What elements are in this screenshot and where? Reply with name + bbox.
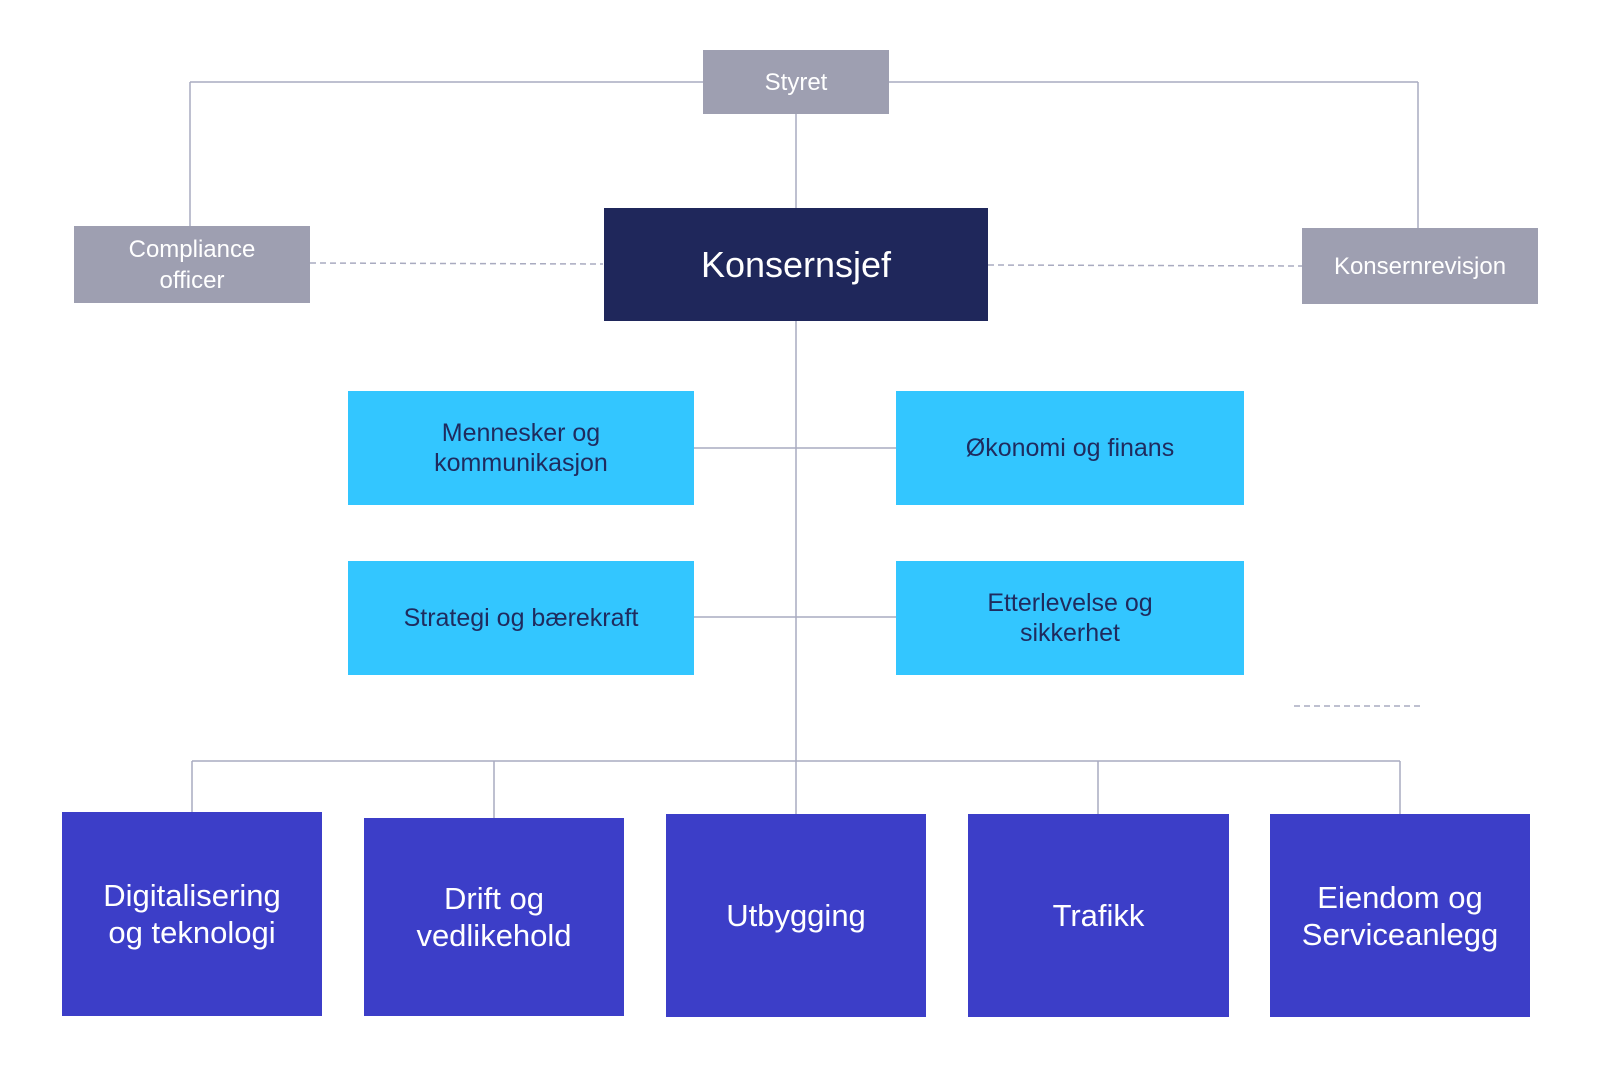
board-box: Styret xyxy=(703,50,889,114)
staff-unit-compliance-security: Etterlevelse og sikkerhet xyxy=(896,561,1244,675)
staff-unit-economy-finance: Økonomi og finans xyxy=(896,391,1244,505)
ceo-label: Konsernsjef xyxy=(700,243,892,285)
staff-unit-label: Strategi og bærekraft xyxy=(403,604,639,632)
staff-unit-strategy-sustainability: Strategi og bærekraft xyxy=(348,561,694,675)
division-label: Eiendom og Serviceanlegg xyxy=(1301,879,1499,952)
revision-dashed-link xyxy=(987,264,1303,267)
division-label: Utbygging xyxy=(726,898,866,933)
staff-unit-people-communication: Mennesker og kommunikasjon xyxy=(348,391,694,505)
staff-unit-label: Økonomi og finans xyxy=(965,434,1175,462)
staff-unit-label: Mennesker og kommunikasjon xyxy=(434,419,608,477)
compliance-dashed-link xyxy=(309,262,604,265)
staff-unit-label: Etterlevelse og sikkerhet xyxy=(987,589,1153,647)
group-audit-box: Konsernrevisjon xyxy=(1302,228,1538,304)
division-development: Utbygging xyxy=(666,814,926,1017)
board-label: Styret xyxy=(764,68,828,96)
division-label: Drift og vedlikehold xyxy=(416,881,572,953)
division-traffic: Trafikk xyxy=(968,814,1229,1017)
division-label: Digitalisering og teknologi xyxy=(103,878,281,950)
division-digitalization-technology: Digitalisering og teknologi xyxy=(62,812,322,1016)
division-label: Trafikk xyxy=(1052,898,1145,933)
compliance-officer-box: Compliance officer xyxy=(74,226,310,303)
division-property-service-facilities: Eiendom og Serviceanlegg xyxy=(1270,814,1530,1017)
compliance-officer-label: Compliance officer xyxy=(128,235,256,294)
group-audit-label: Konsernrevisjon xyxy=(1333,252,1507,280)
division-operations-maintenance: Drift og vedlikehold xyxy=(364,818,624,1016)
ceo-box: Konsernsjef xyxy=(604,208,988,321)
